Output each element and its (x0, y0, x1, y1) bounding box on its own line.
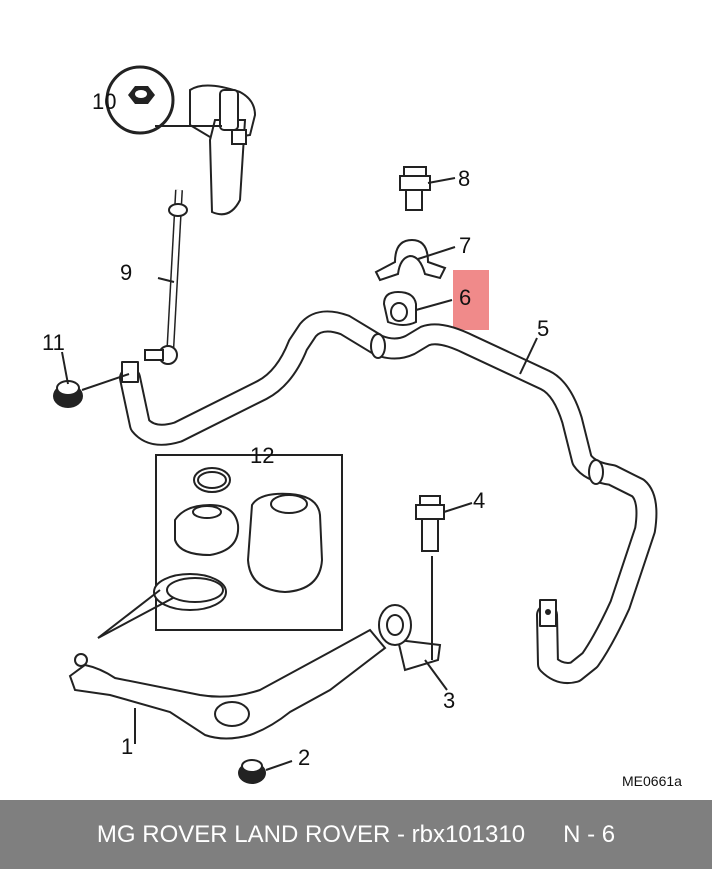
bolt-4 (415, 495, 445, 552)
bush-6 (382, 290, 417, 326)
callout-9: 9 (120, 260, 132, 285)
callout-10: 10 (92, 89, 116, 114)
nut-10-detail (105, 65, 222, 135)
footer-title: MG ROVER LAND ROVER - rbx101310 (96, 820, 526, 848)
callout-6: 6 (459, 285, 471, 310)
bush-bracket-3 (378, 604, 442, 672)
parts-diagram: 1 2 3 4 5 6 7 8 9 10 11 12 ME0661a (42, 65, 682, 789)
footer-bar: MG ROVER LAND ROVER - rbx101310 N - 6 (0, 800, 712, 869)
leader-lines (61, 177, 538, 771)
nut-2 (238, 759, 266, 784)
stabilizer-bar (119, 310, 658, 684)
callout-8: 8 (458, 166, 470, 191)
callout-6-highlight (453, 270, 489, 330)
lower-control-arm (68, 628, 387, 740)
clamp-7 (374, 238, 447, 282)
suspension-strut (189, 84, 257, 216)
callout-11: 11 (42, 330, 65, 355)
callout-2: 2 (298, 745, 310, 770)
footer-position: N - 6 (563, 820, 616, 848)
ball-joint-kit (153, 467, 324, 611)
nut-11 (53, 380, 83, 408)
callout-12: 12 (250, 443, 274, 468)
bolt-8 (399, 166, 431, 211)
callout-5: 5 (537, 316, 549, 341)
callout-4: 4 (473, 488, 485, 513)
callout-7: 7 (459, 233, 471, 258)
reference-code: ME0661a (622, 773, 682, 789)
drop-link (144, 189, 188, 365)
callout-3: 3 (443, 688, 455, 713)
callout-1: 1 (121, 734, 133, 759)
